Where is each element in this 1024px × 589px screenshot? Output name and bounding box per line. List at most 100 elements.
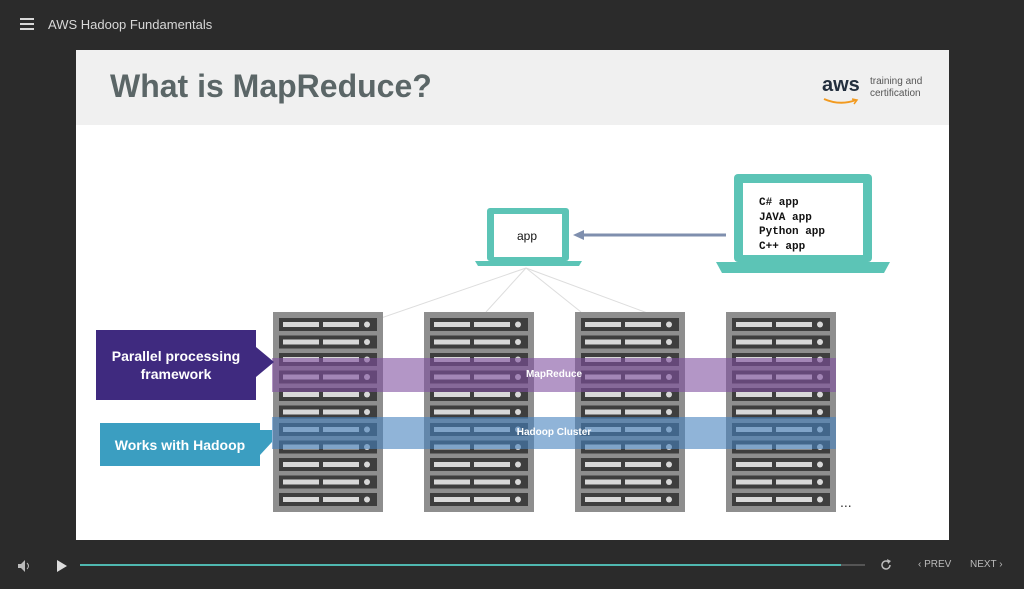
progress-fill [80,564,842,566]
power-led [666,339,672,345]
power-led [515,496,521,503]
callout-pointer-icon [256,347,274,377]
drive-slot [434,322,470,327]
slide: What is MapReduce? aws training and cert… [76,50,949,540]
drive-slot [585,409,621,415]
play-icon[interactable] [57,560,67,572]
arrow-left-icon [573,230,726,240]
power-led [666,391,672,398]
drive-slot [434,409,470,415]
language-item: C++ app [759,240,806,253]
power-led [364,339,370,345]
power-led [364,479,370,485]
drive-slot [323,479,359,485]
drive-slot [585,479,621,485]
power-led [817,479,823,485]
drive-slot [323,462,359,467]
drive-slot [776,479,812,485]
drive-slot [625,339,661,345]
aws-logo-text: aws [822,74,860,96]
drive-slot [736,462,772,467]
drive-slot [474,392,510,397]
language-item: JAVA app [759,211,812,224]
drive-slot [736,409,772,415]
drive-slot [434,339,470,345]
power-led [364,496,370,503]
parallel-processing-callout: Parallel processing framework [96,330,256,400]
drive-slot [434,479,470,485]
drive-slot [736,497,772,502]
power-led [666,461,672,468]
next-button[interactable]: NEXT › [970,559,1003,570]
diagram: app [273,174,890,512]
power-led [817,409,823,415]
drive-slot [585,497,621,502]
drive-slot [625,409,661,415]
volume-icon[interactable] [18,560,32,572]
power-led [817,461,823,468]
drive-slot [736,392,772,397]
aws-logo: aws training and certification [822,74,932,106]
chevron-left-icon: ‹ [918,559,925,570]
drive-slot [776,462,812,467]
connection-lines [380,267,662,319]
power-led [666,496,672,503]
power-led [817,496,823,503]
drive-slot [283,462,319,467]
progress-bar[interactable] [80,564,865,566]
power-led [364,391,370,398]
drive-slot [776,339,812,345]
course-title: AWS Hadoop Fundamentals [48,17,213,32]
power-led [817,339,823,345]
power-led [364,321,370,328]
drive-slot [323,497,359,502]
power-led [817,321,823,328]
language-item: C# app [759,197,799,209]
drive-slot [474,409,510,415]
drive-slot [283,479,319,485]
languages-laptop-icon [716,174,890,273]
drive-slot [283,409,319,415]
drive-slot [323,392,359,397]
drive-slot [434,497,470,502]
power-led [364,409,370,415]
mapreduce-band: MapReduce [272,358,836,392]
hadoop-cluster-band: Hadoop Cluster [272,417,836,449]
prev-button[interactable]: ‹ PREV [918,559,952,570]
drive-slot [474,479,510,485]
slide-header: What is MapReduce? aws training and cert… [76,50,949,125]
callout-pointer-icon [260,430,272,455]
drive-slot [776,409,812,415]
works-with-hadoop-callout: Works with Hadoop [100,423,260,466]
drive-slot [283,339,319,345]
drive-slot [585,392,621,397]
drive-slot [434,392,470,397]
power-led [666,479,672,485]
power-led [515,461,521,468]
drive-slot [474,322,510,327]
drive-slot [625,497,661,502]
drive-slot [283,497,319,502]
drive-slot [736,479,772,485]
drive-slot [323,339,359,345]
drive-slot [776,322,812,327]
power-led [364,461,370,468]
replay-icon[interactable] [880,559,892,571]
power-led [515,479,521,485]
menu-icon[interactable] [20,18,34,30]
drive-slot [283,392,319,397]
drive-slot [434,462,470,467]
server-racks [273,312,836,512]
app-laptop-icon [475,208,582,266]
drive-slot [776,392,812,397]
player-controls: ‹ PREV NEXT › [0,548,1024,589]
power-led [515,391,521,398]
drive-slot [585,339,621,345]
power-led [666,321,672,328]
drive-slot [283,322,319,327]
drive-slot [474,462,510,467]
chevron-right-icon: › [996,559,1003,570]
slide-title: What is MapReduce? [110,68,432,104]
power-led [515,409,521,415]
aws-logo-subtitle: training and certification [870,76,923,99]
